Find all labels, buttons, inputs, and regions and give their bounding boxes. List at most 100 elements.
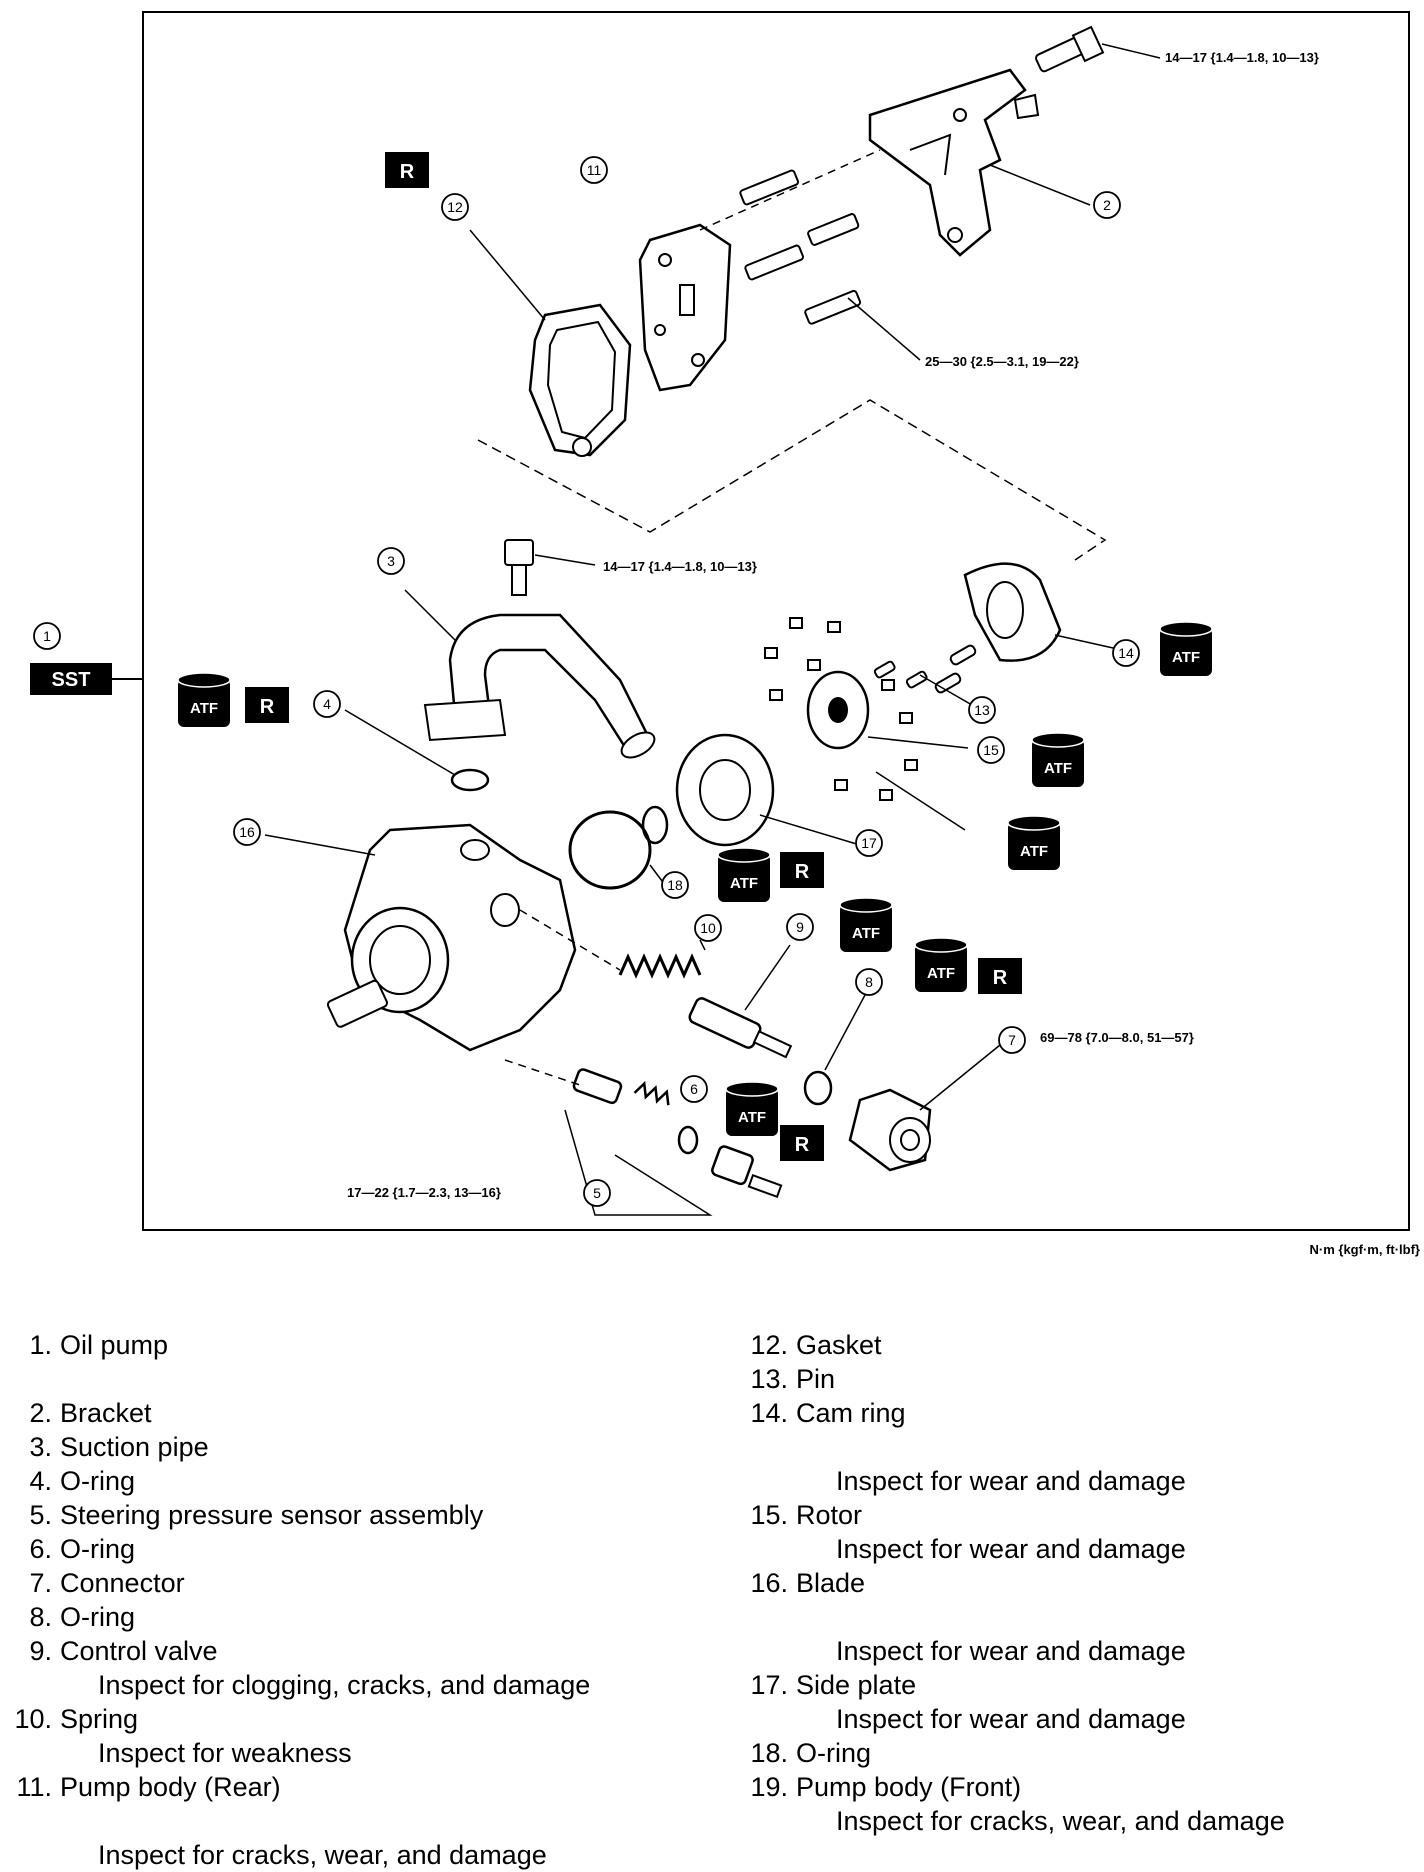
bolt-suction-pipe [504, 539, 596, 596]
legend-item: 5.Steering pressure sensor assembly [0, 1498, 483, 1532]
legend-item-number: 7. [29, 1568, 52, 1598]
callout-11: 11 [580, 156, 608, 184]
legend-item: 15.Rotor [736, 1498, 862, 1532]
callout-number: 6 [690, 1081, 698, 1097]
callout-number: 1 [43, 628, 51, 644]
atf-can-icon: ATF [1031, 732, 1085, 787]
legend-item-label: O-ring [60, 1466, 136, 1496]
atf-can-text: ATF [1044, 760, 1072, 777]
callout-15: 15 [977, 736, 1005, 764]
legend-item-label: Bracket [60, 1398, 152, 1428]
callout-1: 1 [33, 622, 61, 650]
callout-number: 8 [865, 974, 873, 990]
legend-inspection-note: Inspect for clogging, cracks, and damage [98, 1670, 591, 1700]
rotor-assembly [764, 617, 977, 831]
suction-pipe [404, 589, 656, 759]
callout-16: 16 [233, 818, 261, 846]
o-ring-4 [450, 768, 490, 792]
callout-5: 5 [583, 1179, 611, 1207]
diagram-frame [142, 11, 1410, 1231]
legend-item: 6. O-ring [0, 1532, 135, 1566]
legend-item: 14. Cam ring [736, 1396, 906, 1430]
assembly-bracket-line [477, 399, 1107, 561]
callout-number: 2 [1103, 197, 1111, 213]
legend-item: 3.Suction pipe [0, 1430, 209, 1464]
legend-item-label: Steering pressure sensor assembly [60, 1500, 484, 1530]
spring [519, 909, 706, 979]
atf-can-icon: ATF [1159, 621, 1213, 676]
legend-item-number: 14. [750, 1398, 788, 1428]
legend-inspection-note: Inspect for wear and damage [836, 1466, 1186, 1496]
atf-can-text: ATF [738, 1109, 766, 1126]
pump-body-front [264, 823, 577, 1052]
callout-number: 15 [983, 742, 999, 758]
legend-item-number: 18. [750, 1738, 788, 1768]
r-badge: R [385, 152, 429, 188]
legend-item: 4. O-ring [0, 1464, 135, 1498]
legend-item: 13. Pin [736, 1362, 835, 1396]
legend-item: 11.Pump body (Rear) [0, 1770, 281, 1804]
legend-item-number: 13. [750, 1364, 788, 1394]
r-badge-text: R [260, 696, 275, 718]
legend-item-label: Oil pump [60, 1330, 169, 1360]
callout-number: 5 [593, 1185, 601, 1201]
callout-10: 10 [694, 914, 722, 942]
r-badge-text: R [795, 861, 810, 883]
bolt-top [1035, 25, 1161, 73]
legend-item: 18. O-ring [736, 1736, 871, 1770]
legend-item-number: 4. [29, 1466, 52, 1496]
legend-inspection-note: Inspect for wear and damage [836, 1636, 1186, 1666]
legend-inspection-note: Inspect for cracks, wear, and damage [836, 1806, 1285, 1836]
side-plate [675, 733, 861, 847]
legend-item-label: O-ring [60, 1534, 136, 1564]
legend-item-label: Rotor [796, 1500, 863, 1530]
legend-item-number: 9. [29, 1636, 52, 1666]
legend-item: 8. O-ring [0, 1600, 135, 1634]
legend-item-label: O-ring [796, 1738, 872, 1768]
callout-number: 3 [387, 553, 395, 569]
callout-number: 16 [239, 824, 255, 840]
callout-8: 8 [855, 968, 883, 996]
callout-17: 17 [855, 829, 883, 857]
legend-item-number: 16. [750, 1568, 788, 1598]
legend-item-number: 6. [29, 1534, 52, 1564]
legend-item-label: Spring [60, 1704, 139, 1734]
r-badge: R [780, 852, 824, 888]
legend-item-number: 19. [750, 1772, 788, 1802]
legend-item-label: Pump body (Rear) [60, 1772, 281, 1802]
o-ring-4-leader [344, 709, 456, 776]
atf-can-text: ATF [1020, 843, 1048, 860]
legend-item-number: 10. [14, 1704, 52, 1734]
torque-rear-body-bolt: 25—30 {2.5—3.1, 19—22} [925, 354, 1079, 369]
legend-item-number: 17. [750, 1670, 788, 1700]
torque-top-bolt: 14—17 {1.4—1.8, 10—13} [1165, 50, 1319, 65]
callout-number: 4 [323, 696, 331, 712]
r-badge-text: R [795, 1134, 810, 1156]
legend-item-label: Suction pipe [60, 1432, 209, 1462]
legend-item: 12. Gasket [736, 1328, 882, 1362]
callout-9: 9 [786, 913, 814, 941]
callout-3: 3 [377, 547, 405, 575]
rear-body-bolts [739, 169, 921, 361]
legend-item-number: 8. [29, 1602, 52, 1632]
gasket [469, 229, 632, 457]
legend-item: 10. Spring [0, 1702, 138, 1736]
callout-4: 4 [313, 690, 341, 718]
callout-number: 12 [447, 199, 463, 215]
o-ring-large [568, 810, 652, 890]
legend-item-label: Cam ring [796, 1398, 906, 1428]
torque-units-note: N·m {kgf·m, ft·lbf} [1310, 1242, 1421, 1257]
legend-item-label: O-ring [60, 1602, 136, 1632]
pump-body-rear [638, 149, 881, 392]
legend-item: 17.Side plate [736, 1668, 916, 1702]
legend-item: 16.Blade [736, 1566, 865, 1600]
legend-item-number: 12. [750, 1330, 788, 1360]
legend-item-number: 2. [29, 1398, 52, 1428]
legend-item-label: Gasket [796, 1330, 882, 1360]
legend-item: 7.Connector [0, 1566, 184, 1600]
legend-item-label: Pin [796, 1364, 836, 1394]
callout-12: 12 [441, 193, 469, 221]
